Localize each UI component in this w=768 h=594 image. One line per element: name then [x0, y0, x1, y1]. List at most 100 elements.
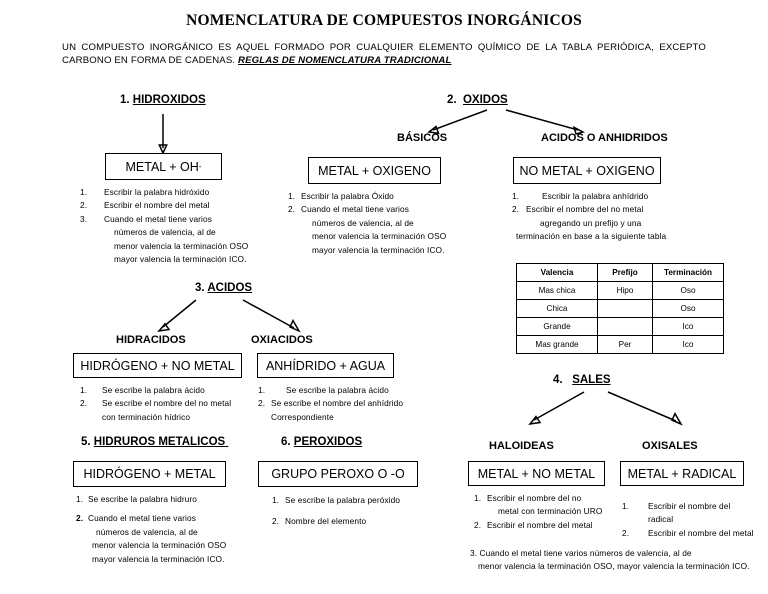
- step-text: Cuando el metal tiene varios: [104, 213, 212, 224]
- table-row: Mas grande Per Ico: [516, 335, 724, 354]
- step-text: Escribir el nombre del metal: [487, 519, 593, 530]
- section-heading-hidruros: 5. HIDRUROS METALICOS: [81, 436, 228, 448]
- list-item: 2.Se escribe el nombre del anhídrido: [258, 397, 448, 410]
- sales-title: SALES: [572, 374, 611, 386]
- acidos-anhidridos-formula: NO METAL + OXIGENO: [519, 163, 655, 178]
- step-number: 2.: [474, 519, 482, 530]
- step-text: Correspondiente: [271, 411, 334, 422]
- hidruros-formula: HIDRÓGENO + METAL: [83, 467, 216, 481]
- step-text: con terminación hídrico: [102, 411, 191, 422]
- list-item: Correspondiente: [258, 411, 448, 424]
- acidos-anhidridos-steps: 1.Escribir la palabra anhídrido 2.Escrib…: [512, 190, 737, 244]
- step-number: [80, 253, 114, 266]
- list-item: 1.Se escribe la palabra ácido: [80, 384, 265, 397]
- haloideas-formula: METAL + NO METAL: [477, 466, 596, 481]
- list-item: 1.Escribir el nombre del no: [474, 492, 634, 505]
- hidroxidos-charge: -: [198, 162, 202, 171]
- step-text: Se escribe la palabra ácido: [286, 385, 389, 395]
- list-item: números de valencia, al de: [288, 217, 478, 230]
- step-number: [76, 526, 96, 539]
- step-text: radical: [648, 514, 674, 525]
- step-number: 1.: [272, 495, 280, 505]
- list-item: menor valencia la terminación OSO: [80, 240, 295, 253]
- list-item: con terminación hídrico: [80, 411, 265, 424]
- subsection-heading-hidracidos: HIDRACIDOS: [116, 334, 186, 346]
- table-cell: Hipo: [597, 281, 653, 300]
- subsection-heading-acidos-anhidridos: ACIDOS O ANHIDRIDOS: [541, 132, 668, 144]
- step-number: [76, 539, 92, 552]
- sales-number: 4.: [553, 374, 563, 386]
- list-item: números de valencia, al de: [80, 226, 295, 239]
- table-header-row: Valencia Prefijo Terminación: [516, 263, 724, 282]
- list-item: números de valencia, al de: [76, 526, 266, 539]
- step-text: Se escribe el nombre del anhídrido: [271, 398, 404, 409]
- step-number: [80, 226, 114, 239]
- step-number: 2.: [288, 204, 296, 215]
- list-item: 2.Escribir el nombre del metal: [80, 199, 295, 212]
- step-text: números de valencia, al de: [312, 217, 414, 228]
- oxiacidos-formula-box: ANHÍDRIDO + AGUA: [257, 353, 394, 378]
- sales-footer-note: 3. Cuando el metal tiene varios números …: [470, 547, 768, 574]
- step-number: [512, 217, 540, 230]
- hidruros-title: HIDRUROS METALICOS: [93, 436, 226, 448]
- list-item: 3.Cuando el metal tiene varios: [80, 213, 295, 226]
- list-item: menor valencia la terminación OSO: [76, 539, 266, 552]
- list-item: mayor valencia la terminación ICO.: [76, 553, 266, 566]
- valencia-table: Valencia Prefijo Terminación Mas chica H…: [516, 263, 724, 354]
- list-item: 2. Cuando el metal tiene varios: [288, 203, 478, 216]
- table-cell: [597, 317, 653, 336]
- acidos-title: ACIDOS: [207, 282, 253, 294]
- step-number: [80, 411, 102, 424]
- peroxidos-number: 6.: [281, 436, 291, 448]
- table-cell: Per: [597, 335, 653, 354]
- table-cell: Mas grande: [516, 335, 598, 354]
- intro-text: UN COMPUESTO INORGÁNICO ES AQUEL FORMADO…: [62, 42, 706, 66]
- oxiacidos-formula: ANHÍDRIDO + AGUA: [265, 358, 386, 373]
- step-text: terminación en base a la siguiente tabla: [516, 231, 667, 242]
- footer-line: menor valencia la terminación OSO, mayor…: [478, 561, 750, 572]
- step-number: [288, 230, 312, 243]
- oxidos-title: OXIDOS: [462, 94, 508, 106]
- list-item: 1. Se escribe la palabra peróxido: [272, 494, 452, 507]
- step-number: 1.: [288, 191, 296, 201]
- list-item: mayor valencia la terminación ICO.: [288, 244, 478, 257]
- basicos-formula: METAL + OXIGENO: [318, 163, 431, 178]
- step-text: Cuando el metal tiene varios: [88, 513, 196, 524]
- step-text: Se escribe la palabra peróxido: [285, 495, 401, 505]
- step-text: mayor valencia la terminación ICO.: [114, 254, 247, 265]
- step-text: Cuando el metal tiene varios: [301, 204, 409, 215]
- step-text: Se escribe el nombre del no metal: [102, 398, 232, 409]
- step-text: Escribir el nombre del: [648, 501, 731, 511]
- step-text: menor valencia la terminación OSO: [114, 240, 249, 251]
- subsection-heading-basicos: BÁSICOS: [397, 132, 448, 144]
- peroxidos-steps: 1. Se escribe la palabra peróxido 2.Nombr…: [272, 494, 452, 529]
- table-cell: Grande: [516, 317, 598, 336]
- step-number: 2.: [76, 513, 84, 524]
- list-item: 2.Se escribe el nombre del no metal: [80, 397, 265, 410]
- step-text: mayor valencia la terminación ICO.: [92, 553, 225, 564]
- oxisales-formula-box: METAL + RADICAL: [620, 461, 744, 486]
- step-number: 2.: [622, 527, 630, 538]
- step-number: 1.: [474, 493, 482, 503]
- list-item: 2.Nombre del elemento: [272, 515, 452, 528]
- step-number: 1.: [512, 191, 520, 201]
- oxidos-number: 2.: [447, 94, 457, 106]
- step-text: Escribir la palabra hidróxido: [104, 187, 210, 197]
- step-number: 1.: [76, 494, 84, 504]
- step-text: Se escribe la palabra ácido: [102, 385, 205, 395]
- step-text: mayor valencia la terminación ICO.: [312, 244, 445, 255]
- table-cell: [597, 299, 653, 318]
- hidruros-number: 5.: [81, 436, 91, 448]
- footer-line: 3. Cuando el metal tiene varios números …: [470, 548, 692, 558]
- section-heading-hidroxidos: 1. HIDROXIDOS: [120, 94, 206, 106]
- basicos-steps: 1.Escribir la palabra Óxido 2.Cuando el …: [288, 190, 478, 257]
- table-cell: Chica: [516, 299, 598, 318]
- haloideas-formula-box: METAL + NO METAL: [468, 461, 605, 486]
- step-number: 1.: [80, 187, 88, 197]
- table-header-cell: Terminación: [652, 263, 724, 282]
- hidroxidos-number: 1.: [120, 94, 130, 106]
- oxisales-steps: 1.Escribir el nombre del radical 2.Escri…: [622, 500, 768, 540]
- list-item: menor valencia la terminación OSO: [288, 230, 478, 243]
- subsection-heading-oxisales: OXISALES: [642, 440, 698, 452]
- hidruros-formula-box: HIDRÓGENO + METAL: [73, 461, 226, 487]
